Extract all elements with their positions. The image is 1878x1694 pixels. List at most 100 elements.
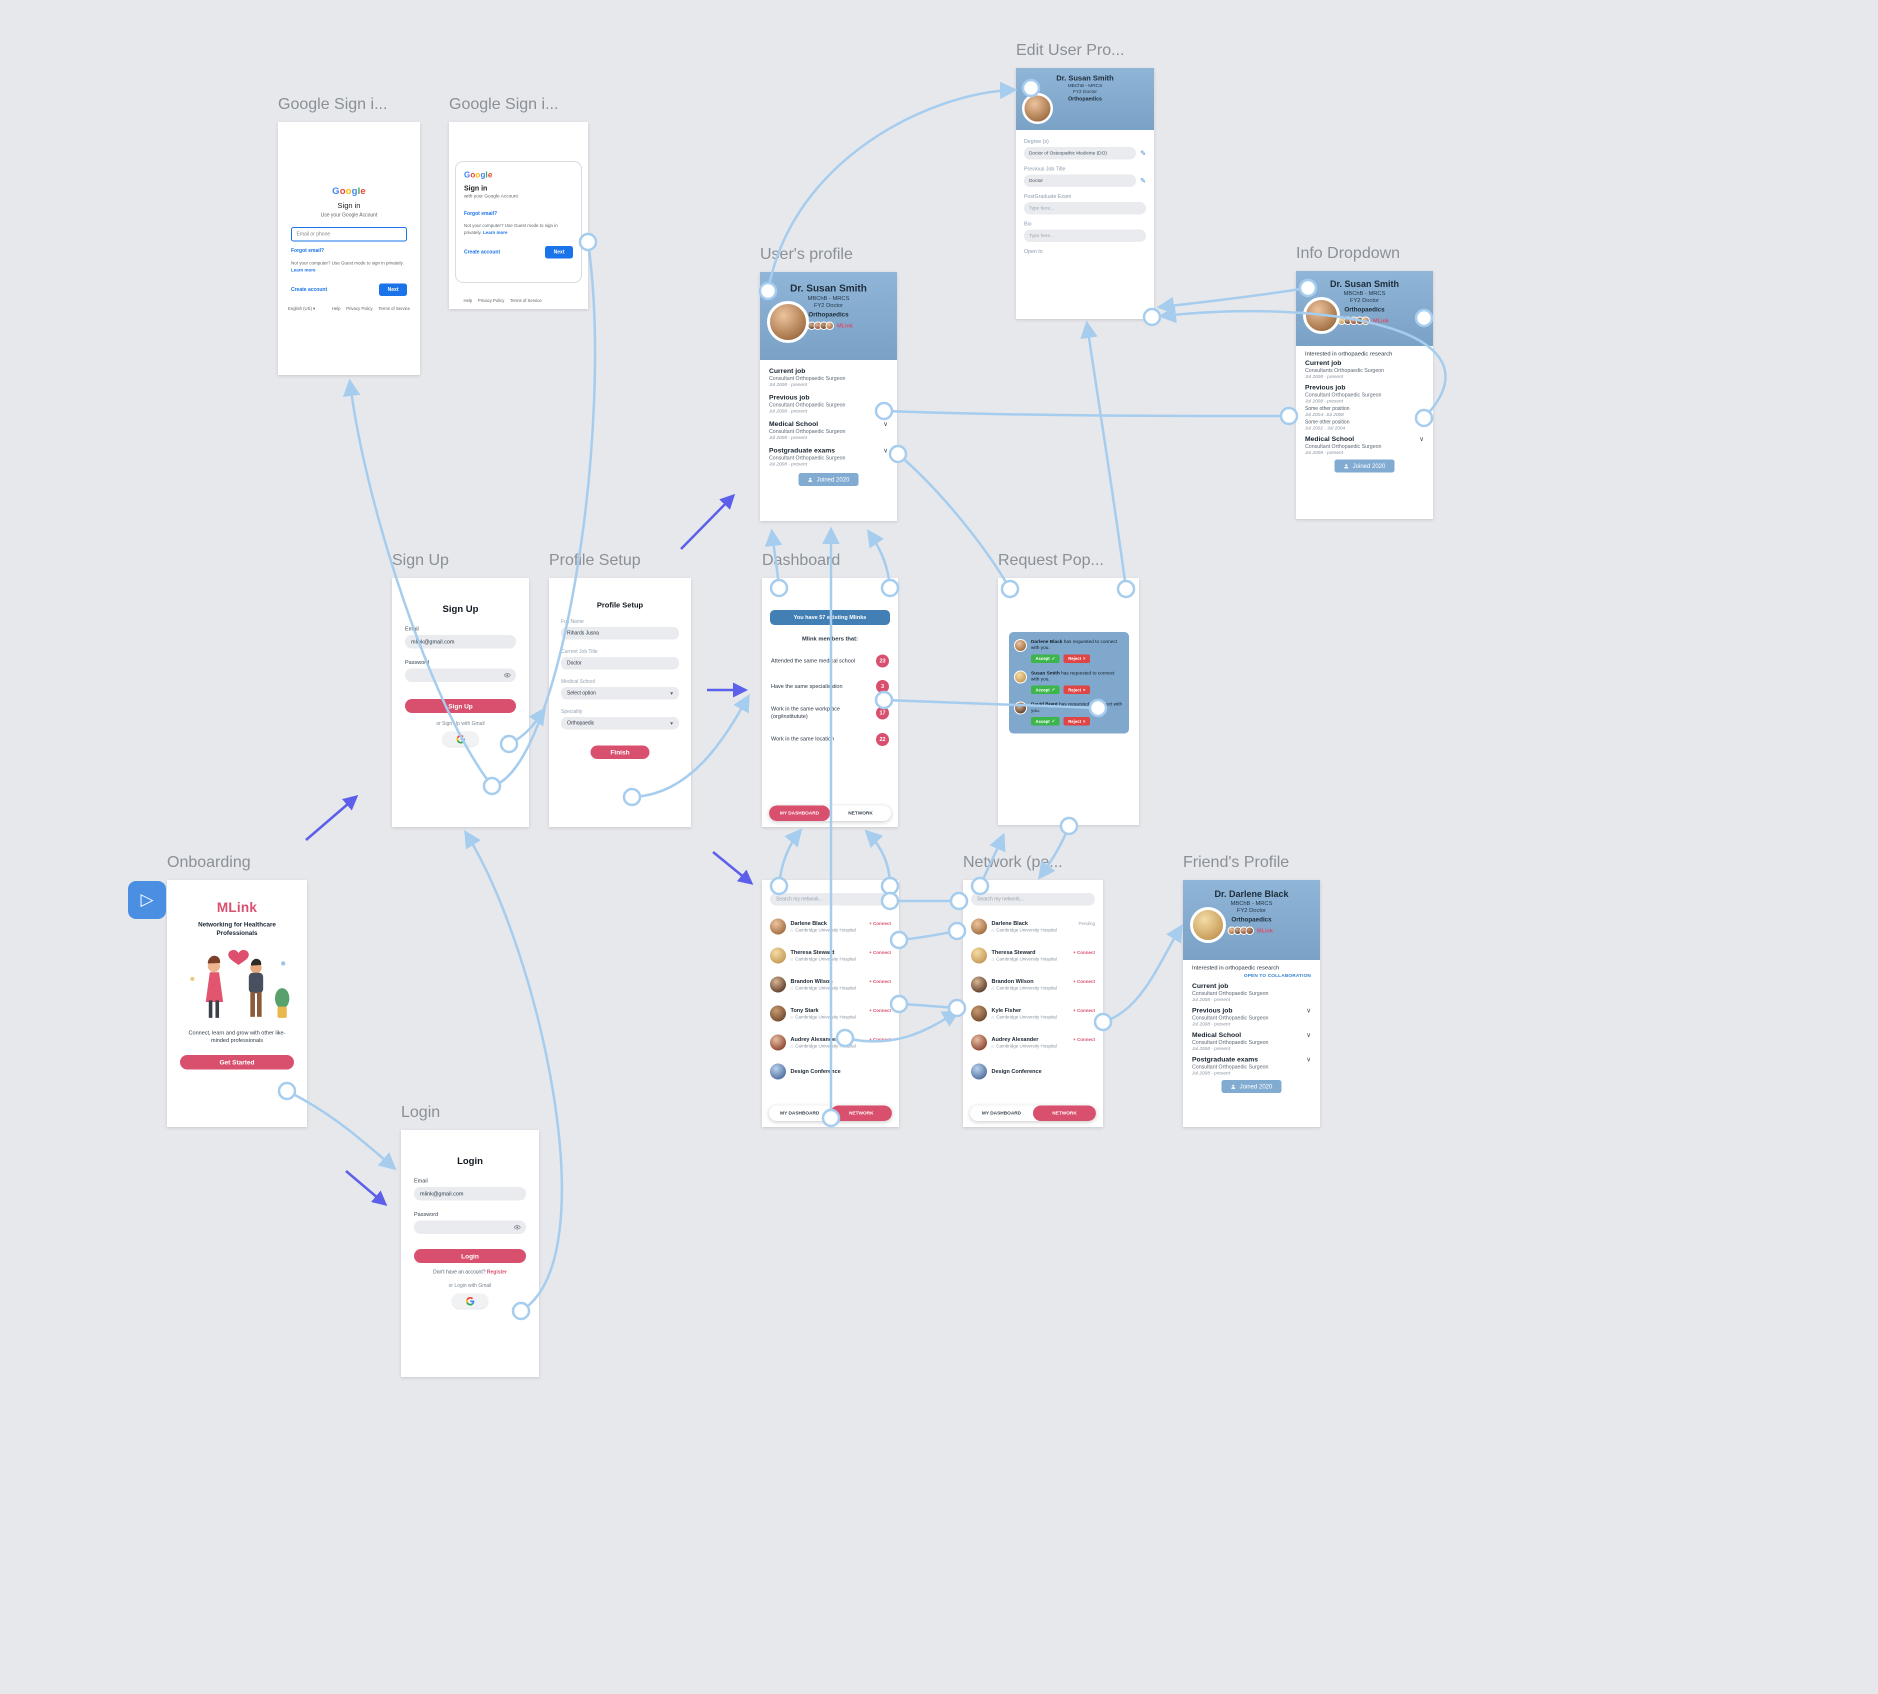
get-started-button[interactable]: Get Started	[180, 1054, 294, 1070]
tab-my-dashboard[interactable]: MY DASHBOARD	[769, 805, 830, 821]
bio-field[interactable]: Type here...	[1024, 229, 1146, 242]
language-selector[interactable]: English (US) ▾	[288, 306, 316, 311]
login-button[interactable]: Login	[414, 1249, 526, 1263]
reject-button[interactable]: Reject×	[1063, 717, 1090, 726]
email-field[interactable]	[414, 1187, 526, 1201]
frame-onboarding[interactable]: MLink Networking for Healthcare Professi…	[167, 880, 307, 1127]
current-job-title-field[interactable]: Doctor	[561, 657, 679, 670]
prototype-play-button[interactable]: ▷	[128, 881, 166, 919]
privacy-link[interactable]: Privacy Policy	[346, 306, 373, 311]
section-previous-job[interactable]: Previous job ∨ Consultant Orthopaedic Su…	[1192, 1006, 1311, 1028]
tab-network[interactable]: NETWORK	[1033, 1105, 1096, 1121]
frame-users-profile[interactable]: Dr. Susan Smith MBChB - MRCS FY2 Doctor …	[760, 272, 897, 521]
eye-icon[interactable]	[513, 1225, 522, 1231]
section-medical-school[interactable]: Medical School ∨ Consultant Orthopaedic …	[1305, 435, 1424, 456]
frame-label-google1[interactable]: Google Sign i...	[278, 96, 388, 113]
frame-network-1[interactable]: Darlene Black⌂Cambridge University Hospi…	[762, 880, 899, 1127]
frame-label-profile-setup[interactable]: Profile Setup	[549, 552, 641, 569]
frame-login[interactable]: Login Email Password Login Don't have an…	[401, 1130, 539, 1377]
stat-row-workplace[interactable]: Work in the same workplace (org/institut…	[771, 706, 889, 721]
google-login-button[interactable]	[452, 1293, 488, 1309]
accept-button[interactable]: Accept✓	[1031, 717, 1060, 726]
finish-button[interactable]: Finish	[590, 745, 650, 759]
connect-link[interactable]: + Connect	[869, 1037, 891, 1042]
frame-label-info-dropdown[interactable]: Info Dropdown	[1296, 245, 1401, 262]
section-medical-school[interactable]: Medical School ∨ Consultant Orthopaedic …	[1192, 1031, 1311, 1052]
frame-signup[interactable]: Sign Up Email Password Sign Up or Sign U…	[392, 578, 529, 827]
signup-button[interactable]: Sign Up	[405, 699, 516, 713]
reject-button[interactable]: Reject×	[1063, 685, 1090, 695]
frame-profile-setup[interactable]: Profile Setup Full Name Rihards Jusna Cu…	[549, 578, 691, 827]
connect-link[interactable]: + Connect	[1073, 979, 1095, 984]
tab-network[interactable]: NETWORK	[830, 1105, 892, 1121]
degree-chip[interactable]: Doctor of Osteopathic Medicine (DO)	[1024, 147, 1137, 160]
connect-link[interactable]: + Connect	[869, 921, 891, 926]
previous-job-chip[interactable]: Doctor	[1024, 174, 1137, 187]
speciality-select[interactable]: Orthopaedic▾	[561, 717, 679, 730]
frame-friends-profile[interactable]: Dr. Darlene Black MBChB - MRCS FY2 Docto…	[1183, 880, 1320, 1127]
person-row[interactable]: Design Conference	[971, 1063, 1095, 1080]
medical-school-select[interactable]: Select option▾	[561, 687, 679, 700]
terms-link[interactable]: Terms of Service	[378, 306, 410, 311]
connect-link[interactable]: + Connect	[869, 979, 891, 984]
next-button[interactable]: Next	[545, 246, 573, 259]
password-field[interactable]	[414, 1220, 526, 1234]
help-link[interactable]: Help	[331, 306, 341, 311]
frame-label-network2[interactable]: Network (pe...	[963, 854, 1063, 871]
stat-row-specialisation[interactable]: Have the same specialisation 3	[771, 680, 889, 693]
forgot-email-link[interactable]: Forgot email?	[291, 248, 325, 254]
frame-label-friends-profile[interactable]: Friend's Profile	[1183, 854, 1290, 871]
frame-label-request-popup[interactable]: Request Pop...	[998, 552, 1104, 569]
chevron-down-icon[interactable]: ∨	[1306, 1006, 1311, 1015]
learn-more-link[interactable]: Learn more	[291, 267, 316, 273]
google-signup-button[interactable]	[442, 731, 479, 747]
mlinks-banner[interactable]: You have 57 existing Mlinks	[770, 610, 890, 625]
avatar[interactable]	[767, 301, 809, 343]
connections-avatars[interactable]: MLink	[1183, 926, 1320, 935]
reject-button[interactable]: Reject×	[1063, 654, 1090, 663]
chevron-down-icon[interactable]: ∨	[1419, 435, 1424, 443]
stat-row-medical-school[interactable]: Attended the same medical school 23	[771, 654, 889, 668]
person-row[interactable]: Darlene Black⌂Cambridge University Hospi…	[770, 918, 891, 935]
joined-badge[interactable]: Joined 2020	[798, 473, 859, 486]
frame-label-signup[interactable]: Sign Up	[392, 552, 449, 569]
frame-label-google2[interactable]: Google Sign i...	[449, 96, 559, 113]
frame-label-login[interactable]: Login	[401, 1104, 441, 1121]
frame-network-2[interactable]: Darlene Black⌂Cambridge University Hospi…	[963, 880, 1103, 1127]
chevron-down-icon[interactable]: ∨	[883, 446, 888, 455]
connect-link[interactable]: + Connect	[1073, 1008, 1095, 1013]
accept-button[interactable]: Accept✓	[1031, 685, 1060, 695]
learn-more-link[interactable]: Learn more	[482, 229, 508, 235]
avatar[interactable]	[1303, 297, 1340, 334]
tab-network[interactable]: NETWORK	[848, 810, 873, 817]
person-row[interactable]: Theresa Steward⌂Cambridge University Hos…	[971, 947, 1095, 964]
tab-my-dashboard[interactable]: MY DASHBOARD	[981, 1110, 1022, 1117]
connect-link[interactable]: + Connect	[1073, 1037, 1095, 1042]
person-row[interactable]: Audrey Alexander⌂Cambridge University Ho…	[770, 1034, 891, 1051]
frame-info-dropdown[interactable]: Dr. Susan Smith MBChB - MRCS FY2 Doctor …	[1296, 271, 1433, 519]
forgot-email-link[interactable]: Forgot email?	[464, 211, 498, 217]
search-input[interactable]	[971, 893, 1095, 906]
frame-label-edit-profile[interactable]: Edit User Pro...	[1016, 42, 1125, 59]
edit-pencil-icon[interactable]: ✎	[1140, 149, 1146, 157]
register-link[interactable]: Register	[486, 1269, 507, 1276]
person-row[interactable]: Tony Stark⌂Cambridge University Hospital…	[770, 1005, 891, 1022]
postgraduate-exam-field[interactable]: Type here...	[1024, 202, 1146, 215]
frame-request-popup[interactable]: A Darlene Black has requested to connect…	[998, 578, 1139, 825]
frame-dashboard[interactable]: You have 57 existing Mlinks Mlink member…	[762, 578, 898, 827]
chevron-down-icon[interactable]: ∨	[1306, 1055, 1311, 1064]
joined-badge[interactable]: Joined 2020	[1221, 1080, 1282, 1093]
joined-badge[interactable]: Joined 2020	[1334, 459, 1395, 473]
person-row[interactable]: Brandon Wilson⌂Cambridge University Hosp…	[770, 976, 891, 993]
frame-google-signin-2[interactable]: Google Sign in with your Google Account …	[449, 122, 588, 309]
search-input[interactable]	[770, 893, 891, 906]
connect-link[interactable]: + Connect	[869, 950, 891, 955]
frame-label-dashboard[interactable]: Dashboard	[762, 552, 841, 569]
connect-link[interactable]: + Connect	[1073, 950, 1095, 955]
privacy-link[interactable]: Privacy Policy	[477, 298, 505, 303]
frame-label-users-profile[interactable]: User's profile	[760, 246, 853, 263]
person-row[interactable]: Brandon Wilson⌂Cambridge University Hosp…	[971, 976, 1095, 993]
person-row[interactable]: Darlene Black⌂Cambridge University Hospi…	[971, 918, 1095, 935]
person-row[interactable]: Theresa Steward⌂Cambridge University Hos…	[770, 947, 891, 964]
eye-icon[interactable]	[503, 673, 512, 679]
